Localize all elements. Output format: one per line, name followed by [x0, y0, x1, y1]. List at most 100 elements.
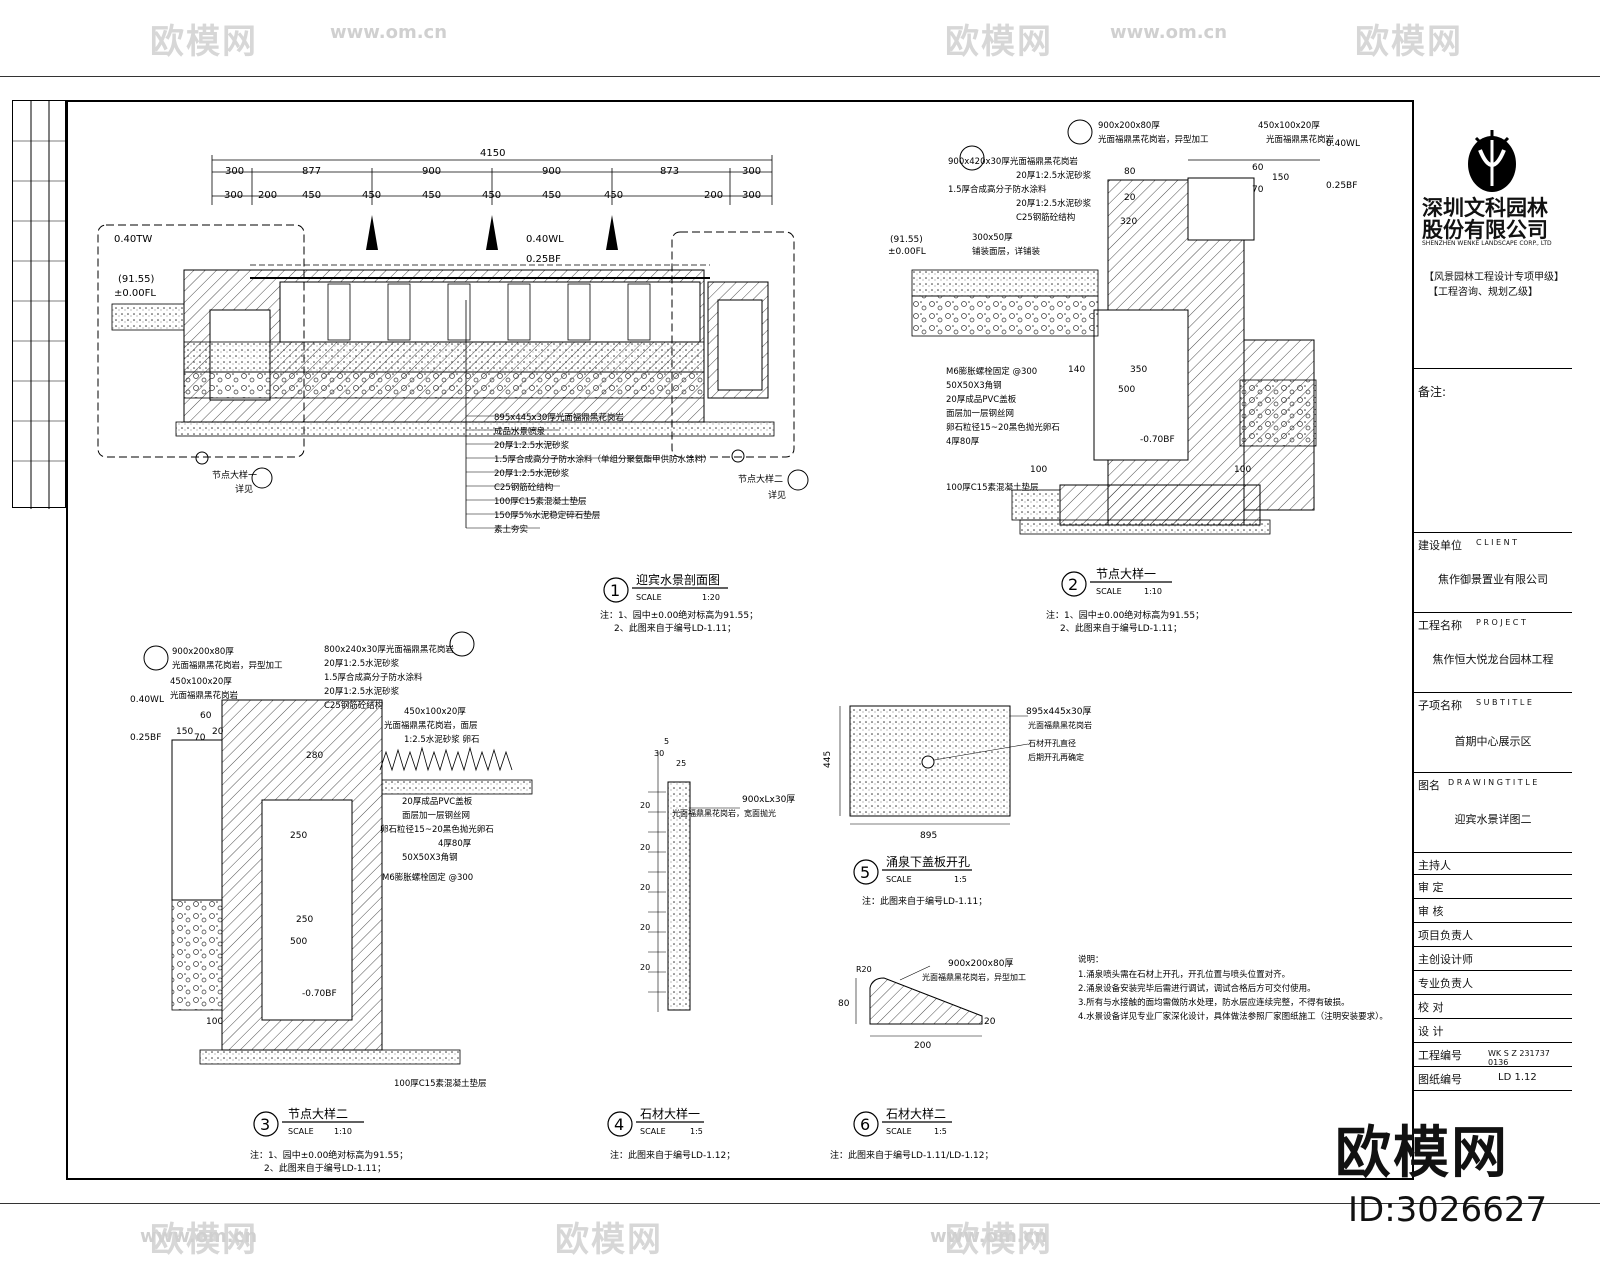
d1-level: ±0.00FL [114, 288, 156, 299]
company-name-1: 深圳文科园林 [1422, 196, 1548, 220]
remarks-label: 备注: [1418, 385, 1447, 399]
d1-ref-see: 详见 [768, 489, 786, 501]
d4-note: 注：此图来自于编号LD-1.12； [610, 1149, 735, 1161]
d3-level: 0.25BF [130, 733, 161, 743]
watermark-brand: 欧模网 [945, 22, 1053, 62]
d1-dim: 877 [302, 166, 321, 177]
sheet-no-row: 图纸编号 LD 1.12 [1414, 1066, 1572, 1090]
d2-callout: 100厚C15素混凝土垫层 [946, 482, 1038, 493]
watermark-url: www.om.cn [140, 1226, 258, 1247]
d1-callout: 素土夯实 [494, 524, 528, 535]
watermark-brand: 欧模网 [150, 1220, 258, 1260]
project-value: 焦作恒大悦龙台园林工程 [1432, 653, 1554, 666]
d1-dim: 300 [224, 190, 243, 201]
role-label: 校 对 [1418, 1001, 1444, 1014]
d2-callout: 20厚1:2.5水泥砂浆 [1016, 170, 1092, 181]
d1-level: 0.40WL [526, 234, 564, 245]
d2-callout: 20厚成品PVC盖板 [946, 394, 1017, 405]
d3-dim: 280 [306, 751, 323, 761]
d3-note-2: 2、此图来自于编号LD-1.11； [264, 1162, 386, 1174]
d6-dim: 80 [838, 999, 850, 1009]
detail-3-section: 900x200x80厚 光面福鼎黑花岗岩，异型加工 450x100x20厚 光面… [130, 631, 533, 1174]
role-label: 专业负责人 [1418, 977, 1473, 990]
d2-scale: 1:10 [1144, 587, 1162, 596]
d2-dim: 80 [1124, 167, 1136, 177]
drawing-row: 图名 D R A W I N G T I T L E 迎宾水景详图二 [1414, 772, 1572, 852]
d1-callout: C25钢筋砼结构 [494, 482, 553, 493]
d5-scale: 1:5 [954, 875, 967, 884]
d1-scale-label: SCALE [636, 593, 662, 602]
d6-note: 注：此图来自于编号LD-1.11/LD-1.12； [830, 1149, 994, 1161]
d2-dim: 150 [1272, 173, 1289, 183]
d1-callout: 150厚5%水泥稳定碎石垫层 [494, 510, 600, 521]
d2-callout: 450x100x20厚 [1258, 121, 1320, 131]
role-row: 审 定 [1414, 874, 1572, 898]
d2-dim: 70 [1252, 185, 1264, 195]
d2-dim: 320 [1120, 217, 1137, 227]
d4-number: 4 [614, 1115, 624, 1134]
d2-callout: 900x200x80厚 [1098, 121, 1160, 131]
d2-callout: 面层加一层钢丝网 [946, 408, 1014, 419]
d4-dim: 30 [654, 749, 664, 758]
role-row: 主持人 [1414, 852, 1572, 874]
left-revision-strip [12, 100, 67, 509]
d6-scale-label: SCALE [886, 1127, 912, 1136]
d2-level: 0.25BF [1326, 181, 1357, 191]
d6-dim: R20 [856, 965, 872, 974]
d5-number: 5 [860, 863, 870, 882]
d5-dim-h: 445 [823, 751, 833, 768]
title-block: 深圳文科园林 股份有限公司 SHENZHEN WENKE LANDSCAPE C… [1412, 100, 1572, 1180]
role-label: 设 计 [1418, 1025, 1444, 1038]
client-value: 焦作御景置业有限公司 [1438, 573, 1548, 586]
d5-scale-label: SCALE [886, 875, 912, 884]
d3-callout: 20厚1:2.5水泥砂浆 [324, 658, 400, 669]
role-label: 审 核 [1418, 905, 1444, 918]
d1-ref-right: 节点大样二 [738, 473, 783, 485]
drawing-label: 图名 [1418, 779, 1440, 792]
cert-1: 【风景园林工程设计专项甲级】 [1424, 272, 1564, 283]
watermark-brand: 欧模网 [555, 1220, 663, 1260]
d3-dim: 70 [194, 733, 206, 743]
detail-6-stone: 200 80 20 R20 900x200x80厚 光面福鼎黑花岗岩，异型加工 … [830, 958, 1026, 1161]
role-label: 审 定 [1418, 881, 1444, 894]
d3-callout: 1:2.5水泥砂浆 卵石 [404, 734, 480, 745]
d3-callout: 面层加一层钢丝网 [402, 810, 470, 821]
d4-callout-2: 光面福鼎黑花岗岩，宽面抛光 [672, 808, 776, 818]
subtitle-value: 首期中心展示区 [1454, 735, 1532, 748]
d5-callout-4: 后期开孔再确定 [1028, 752, 1084, 762]
d2-callout: 光面福鼎黑花岗岩 [1266, 134, 1335, 145]
d4-dim: 5 [664, 737, 669, 746]
note-3: 3.所有与水接触的面均需做防水处理，防水层应连续完整，不得有破损。 [1078, 997, 1350, 1008]
company-logo-icon [1468, 130, 1516, 192]
d3-callout: 50X50X3角钢 [402, 852, 458, 863]
d2-dim: 20 [1124, 193, 1136, 203]
d1-dim: 450 [362, 190, 381, 201]
watermark-url: www.om.cn [930, 1226, 1048, 1247]
project-row: 工程名称 P R O J E C T 焦作恒大悦龙台园林工程 [1414, 612, 1572, 692]
d6-title: 石材大样二 [886, 1106, 946, 1121]
detail-5-plate: 895 445 895x445x30厚 光面福鼎黑花岗岩 石材开孔直径 后期开孔… [823, 705, 1092, 907]
d2-callout: 20厚1:2.5水泥砂浆 [1016, 198, 1092, 209]
cert-2: 【工程咨询、规划乙级】 [1428, 287, 1538, 298]
note-2: 2.涌泉设备安装完毕后需进行调试，调试合格后方可交付使用。 [1078, 983, 1316, 994]
d1-dim: 200 [258, 190, 277, 201]
role-row: 校 对 [1414, 994, 1572, 1018]
detail-4-stone: 30 5 25 20 20 20 20 20 900xLx30厚 光面福鼎黑花岗… [607, 737, 795, 1161]
d3-dim: 250 [290, 831, 307, 841]
d6-callout-1: 900x200x80厚 [948, 958, 1013, 969]
d1-dim-total: 4150 [480, 148, 505, 159]
drawing-value: 迎宾水景详图二 [1454, 813, 1532, 826]
project-label: 工程名称 [1418, 619, 1462, 632]
d3-number: 3 [260, 1115, 270, 1134]
d1-level: (91.55) [118, 274, 155, 285]
d3-callout: 900x200x80厚 [172, 647, 234, 657]
d3-level: 0.40WL [130, 695, 164, 705]
d3-callout: 光面福鼎黑花岗岩 [170, 690, 239, 701]
d3-callout: C25钢筋砼结构 [324, 700, 383, 711]
drawing-en: D R A W I N G T I T L E [1448, 778, 1538, 787]
d2-level: ±0.00FL [888, 247, 926, 257]
d4-dim: 20 [640, 923, 650, 932]
d5-note: 注：此图来自于编号LD-1.11； [862, 895, 987, 907]
project-no-value: WK S Z 231737 0136 [1488, 1049, 1550, 1067]
d4-dim: 20 [640, 843, 650, 852]
